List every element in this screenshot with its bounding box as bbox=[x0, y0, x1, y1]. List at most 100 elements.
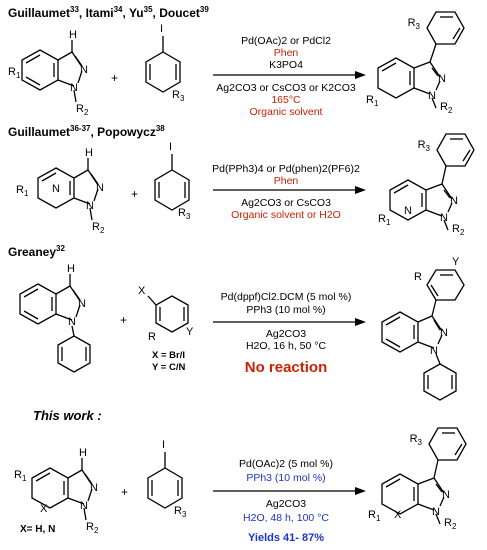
outcome-yields: Yields 41- 87% bbox=[248, 532, 324, 544]
product-r2: R2 bbox=[444, 517, 457, 531]
product-ring-n: N bbox=[404, 205, 412, 217]
product-n2: N bbox=[440, 327, 448, 339]
product-n1: N bbox=[430, 345, 438, 357]
product-n1: N bbox=[440, 212, 448, 224]
section-2-azaindazole bbox=[37, 158, 99, 221]
h-label: H bbox=[69, 29, 77, 41]
section-3-aryl-halide bbox=[147, 295, 189, 333]
r1-label: R1 bbox=[16, 184, 29, 198]
condition-below-line: H2O, 16 h, 50 °C bbox=[246, 340, 326, 352]
product-r1: R1 bbox=[366, 94, 379, 108]
y-label: Y bbox=[186, 326, 194, 338]
iodo-label: I bbox=[169, 141, 172, 153]
section-2: Guillaumet36-37, Popowycz38 H N N N R1 R… bbox=[8, 124, 475, 237]
arrow-head bbox=[355, 487, 366, 495]
condition-above-line: Phen bbox=[274, 175, 299, 187]
section-1-aryl-iodide bbox=[145, 36, 181, 93]
section-1-product bbox=[377, 11, 465, 109]
h-label: H bbox=[85, 147, 93, 159]
condition-above-line: Pd(dppf)Cl2.DCM (5 mol %) bbox=[221, 291, 352, 303]
product-n1: N bbox=[428, 90, 436, 102]
product-r1: R1 bbox=[378, 213, 391, 227]
condition-below-line: Ag2CO3 bbox=[266, 498, 306, 510]
condition-below-line: Organic solvent or H2O bbox=[231, 209, 341, 221]
product-x: X bbox=[394, 509, 402, 521]
product-r2: R2 bbox=[440, 101, 453, 115]
x-definition: X= H, N bbox=[20, 524, 55, 535]
r3-label: R3 bbox=[172, 89, 185, 103]
r2-label: R2 bbox=[92, 221, 105, 235]
n2-label: N bbox=[80, 64, 88, 76]
section-4-indazole bbox=[31, 458, 93, 521]
product-r3: R3 bbox=[408, 17, 421, 31]
product-r: R bbox=[414, 271, 422, 283]
section-3-phenylindazole bbox=[19, 274, 91, 373]
h-label: H bbox=[79, 447, 87, 459]
r2-label: R2 bbox=[76, 103, 89, 117]
h-label: H bbox=[67, 263, 75, 275]
r-label: R bbox=[148, 331, 156, 343]
condition-below-line: Ag2CO3 bbox=[266, 328, 306, 340]
r2-label: R2 bbox=[86, 521, 99, 535]
x-label: X bbox=[138, 285, 146, 297]
product-n1: N bbox=[432, 506, 440, 518]
condition-above-line: PPh3 (10 mol %) bbox=[246, 472, 325, 484]
r3-label: R3 bbox=[174, 505, 187, 519]
y-definition: Y = C/N bbox=[152, 362, 185, 373]
section-2-product bbox=[389, 133, 475, 231]
plus-sign: + bbox=[120, 313, 127, 327]
r1-label: R1 bbox=[8, 66, 21, 80]
iodo-label: I bbox=[162, 439, 165, 451]
section-4: This work : H N N X R1 R2 X= H, N + I R bbox=[14, 408, 467, 544]
product-n2: N bbox=[438, 73, 446, 85]
section-3-product bbox=[381, 269, 465, 401]
product-n2: N bbox=[450, 195, 458, 207]
condition-above-line: Pd(OAc)2 (5 mol %) bbox=[239, 458, 333, 470]
n2-label: N bbox=[90, 482, 98, 494]
condition-above-line: PPh3 (10 mol %) bbox=[246, 304, 325, 316]
condition-below-line: Ag2CO3 or CsCO3 or K2CO3 bbox=[216, 82, 356, 94]
n1-label: N bbox=[70, 82, 78, 94]
condition-below-line: 165°C bbox=[271, 94, 301, 106]
iodo-label: I bbox=[160, 23, 163, 35]
n2-label: N bbox=[96, 182, 104, 194]
n1-label: N bbox=[86, 200, 94, 212]
condition-above-line: Phen bbox=[274, 47, 299, 59]
r3-label: R3 bbox=[178, 207, 191, 221]
n1-label: N bbox=[68, 316, 76, 328]
r1-label: R1 bbox=[14, 469, 27, 483]
section-1-header: Guillaumet33, Itami34, Yu35, Doucet39 bbox=[8, 5, 209, 20]
condition-above-line: K3PO4 bbox=[269, 59, 303, 71]
section-2-aryl-iodide bbox=[154, 154, 190, 211]
outcome-no-reaction: No reaction bbox=[245, 359, 328, 376]
product-r1: R1 bbox=[368, 509, 381, 523]
product-n2: N bbox=[442, 489, 450, 501]
section-4-header: This work : bbox=[33, 408, 102, 423]
condition-above-line: Pd(OAc)2 or PdCl2 bbox=[241, 35, 331, 47]
section-1: Guillaumet33, Itami34, Yu35, Doucet39 H … bbox=[8, 5, 465, 118]
product-r2: R2 bbox=[452, 223, 465, 237]
section-1-indazole bbox=[21, 40, 83, 103]
arrow-head bbox=[355, 186, 366, 194]
condition-below-line: Organic solvent bbox=[250, 106, 323, 118]
section-2-header: Guillaumet36-37, Popowycz38 bbox=[8, 124, 165, 139]
n2-label: N bbox=[78, 298, 86, 310]
x-definition: X = Br/I bbox=[152, 350, 185, 361]
arrow-head bbox=[355, 71, 366, 79]
x-label: X bbox=[40, 503, 48, 515]
section-3: Greaney32 H N N + X R bbox=[8, 244, 465, 401]
plus-sign: + bbox=[131, 187, 138, 201]
condition-above-line: Pd(PPh3)4 or Pd(phen)2(PF6)2 bbox=[212, 163, 360, 175]
section-4-product bbox=[381, 427, 467, 525]
condition-below-line: H2O, 48 h, 100 °C bbox=[243, 512, 329, 524]
section-3-header: Greaney32 bbox=[8, 244, 65, 259]
arrow-head bbox=[355, 318, 366, 326]
n1-label: N bbox=[80, 500, 88, 512]
product-y: Y bbox=[452, 256, 460, 268]
product-r3: R3 bbox=[410, 433, 423, 447]
section-4-aryl-iodide bbox=[147, 452, 183, 509]
plus-sign: + bbox=[121, 485, 128, 499]
ring-n-label: N bbox=[52, 183, 60, 195]
condition-below-line: Ag2CO3 or CsCO3 bbox=[241, 197, 331, 209]
